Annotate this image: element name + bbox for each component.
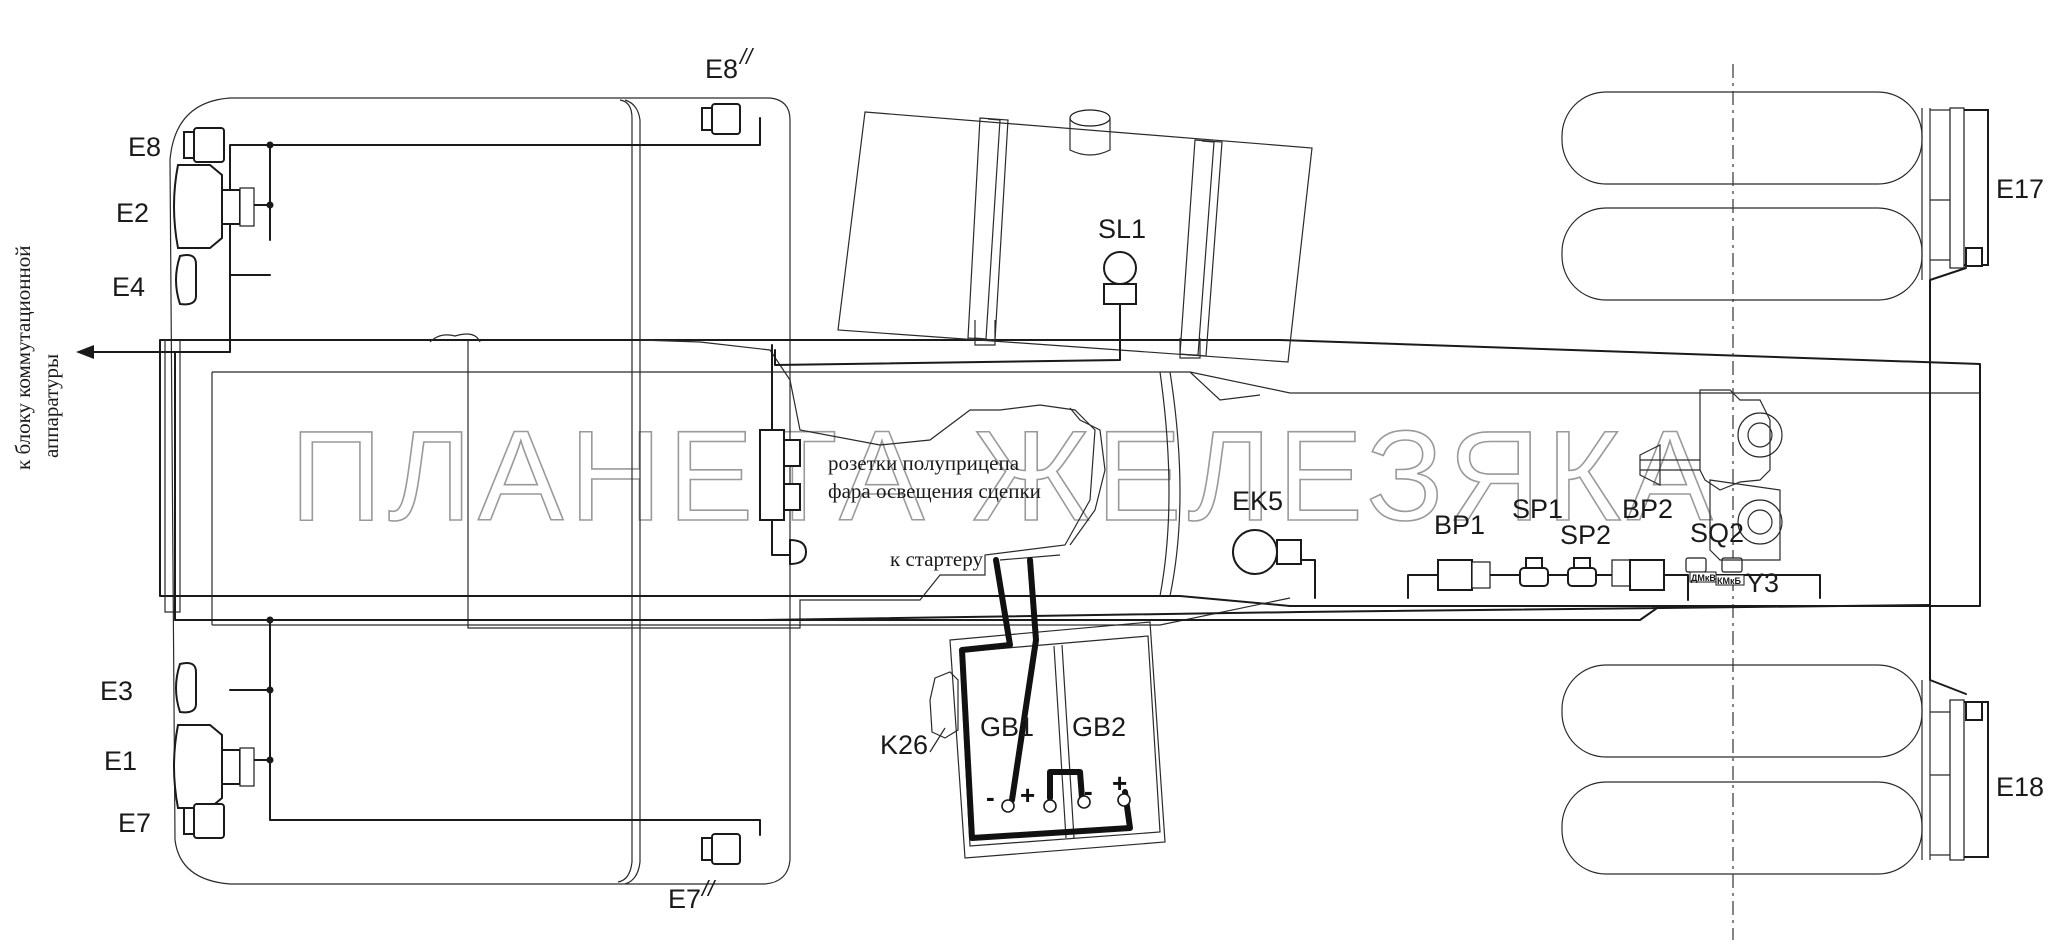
label-e8-rear: E8: [705, 54, 738, 84]
rear-wheels: [1561, 64, 1931, 940]
annotation-switch-block-line2: аппаратуры: [39, 354, 63, 458]
label-e4: E4: [112, 272, 145, 302]
watermark: ПЛАНЕТА ЖЕЛЕЗЯКА: [290, 405, 1718, 548]
annotation-hitch-lamp: фара освещения сцепки: [828, 479, 1041, 503]
label-gb2: GB2: [1072, 712, 1126, 742]
labels: E8 // E8 E2 E4 E3 E1 E7 E7 // SL1 EK5 BP…: [100, 44, 2044, 914]
lamp-e3: [175, 662, 197, 714]
gb1-minus-sign: -: [986, 782, 995, 812]
gb2-minus-sign: -: [1084, 776, 1093, 806]
label-e3: E3: [100, 676, 133, 706]
fuel-level-sensor-sl1: [1103, 251, 1137, 305]
harness: [119, 117, 1967, 836]
label-e1: E1: [104, 746, 137, 776]
label-ek5: EK5: [1232, 486, 1283, 516]
fuel-tank: [837, 109, 1313, 363]
lamp-e4: [175, 254, 197, 306]
lamp-e1: [173, 724, 255, 809]
label-e8-rear-mark: //: [738, 44, 754, 69]
label-sl1: SL1: [1098, 214, 1146, 244]
lamp-e18: [1930, 699, 1989, 861]
battery-cables: [959, 557, 1133, 841]
annotation-switch-block-line1: к блоку коммутационной: [11, 245, 35, 470]
label-sp1: SP1: [1512, 494, 1563, 524]
label-e7-rear-mark: //: [700, 876, 716, 901]
label-bp1: BP1: [1434, 510, 1485, 540]
lamp-e17: [1930, 107, 1989, 269]
label-sq2: SQ2: [1690, 518, 1744, 548]
label-y3: Y3: [1746, 568, 1779, 598]
annotation-to-starter: к стартеру: [890, 547, 983, 571]
trailer-sockets: [759, 429, 808, 566]
lamp-e7: [183, 803, 225, 839]
label-dmk: ДМкВ: [1691, 573, 1716, 583]
gb2-plus-sign: +: [1112, 768, 1127, 798]
label-k26: K26: [880, 730, 928, 760]
gb1-plus-sign: +: [1020, 780, 1035, 810]
label-e8: E8: [128, 132, 161, 162]
label-gb1: GB1: [980, 712, 1034, 742]
valve-block-sq2-y3: ДМкВ КМкБ: [1685, 557, 1745, 586]
label-e2: E2: [116, 198, 149, 228]
k26-leader-line: [929, 727, 946, 753]
annotation-trailer-sockets: розетки полуприцепа: [828, 451, 1020, 475]
lamp-e8-rear: [701, 103, 741, 135]
label-e17: E17: [1996, 174, 2044, 204]
rear-axle-equipment: [1639, 389, 1783, 561]
label-kmk: КМкБ: [1717, 576, 1741, 586]
label-sp2: SP2: [1560, 520, 1611, 550]
lamp-e7-rear: [701, 833, 741, 865]
label-e18: E18: [1996, 772, 2044, 802]
heater-ek5: [1232, 529, 1302, 575]
label-e7-rear: E7: [668, 884, 701, 914]
cab-outline: [169, 97, 791, 885]
battery-terminal-signs: - + - +: [986, 768, 1127, 812]
sensors-row: [1437, 557, 1665, 591]
lamp-e2: [173, 164, 255, 249]
annotations: к блоку коммутационной аппаратуры розетк…: [11, 245, 1041, 571]
engine-outline: [429, 333, 1261, 629]
label-bp2: BP2: [1622, 494, 1673, 524]
lamp-e8: [183, 127, 225, 163]
label-e7: E7: [118, 808, 151, 838]
arrow-to-switch-block: [76, 345, 161, 359]
junction-dots: [266, 141, 274, 764]
